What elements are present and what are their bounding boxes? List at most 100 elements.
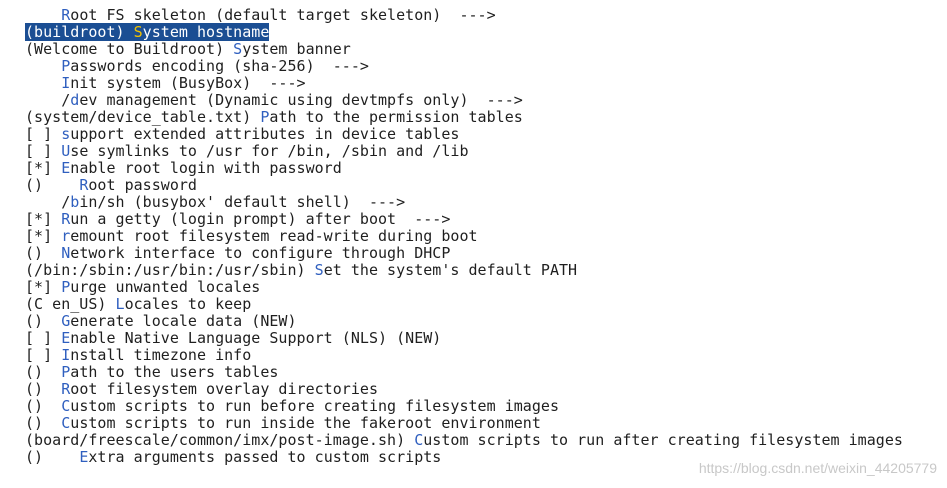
menu-item-text: () Generate locale data (NEW) [25, 312, 297, 330]
menu-item-label: urge unwanted locales [70, 278, 261, 296]
menu-item-text: () Root password [25, 176, 197, 194]
menu-item-text: () Custom scripts to run before creating… [25, 397, 559, 415]
menu-item[interactable]: [ ] Use symlinks to /usr for /bin, /sbin… [25, 143, 903, 160]
menu-item[interactable]: /dev management (Dynamic using devtmpfs … [25, 92, 903, 109]
menu-item-text: (Welcome to Buildroot) System banner [25, 40, 351, 58]
menu-item[interactable]: [*] Purge unwanted locales [25, 279, 903, 296]
menu-item[interactable]: () Root filesystem overlay directories [25, 381, 903, 398]
menu-item-label: nable root login with password [70, 159, 342, 177]
menu-item-label: ystem banner [242, 40, 351, 58]
menu-item[interactable]: [*] Run a getty (login prompt) after boo… [25, 211, 903, 228]
menu-item[interactable]: (C en_US) Locales to keep [25, 296, 903, 313]
menu-item[interactable]: (system/device_table.txt) Path to the pe… [25, 109, 903, 126]
menu-item-prefix: () [25, 312, 62, 330]
menu-item[interactable]: [*] Enable root login with password [25, 160, 903, 177]
menu-item-prefix: () [25, 448, 80, 466]
menu-item-label: enerate locale data (NEW) [70, 312, 297, 330]
menu-item[interactable]: () Extra arguments passed to custom scri… [25, 449, 903, 466]
menu-item-prefix: / [25, 91, 71, 109]
menu-item-text: Init system (BusyBox) ---> [25, 74, 306, 92]
menu-item[interactable]: () Custom scripts to run before creating… [25, 398, 903, 415]
menu-item-text: [*] Enable root login with password [25, 159, 342, 177]
menu-item-text: [*] Purge unwanted locales [25, 278, 260, 296]
menu-item-label: ath to the users tables [70, 363, 279, 381]
menu-item-hotkey: R [61, 6, 71, 24]
menu-item-prefix: / [25, 193, 71, 211]
menu-item-text: [ ] Use symlinks to /usr for /bin, /sbin… [25, 142, 469, 160]
menu-item-text: () Extra arguments passed to custom scri… [25, 448, 441, 466]
menu-item[interactable]: () Path to the users tables [25, 364, 903, 381]
menu-item[interactable]: () Network interface to configure throug… [25, 245, 903, 262]
menu-item[interactable]: [*] remount root filesystem read-write d… [25, 228, 903, 245]
menu-item-label: ustom scripts to run after creating file… [423, 431, 903, 449]
menu-item-hotkey: C [414, 431, 424, 449]
menu-item[interactable]: Root FS skeleton (default target skeleto… [25, 7, 903, 24]
menu-item-hotkey: N [61, 244, 71, 262]
menu-item-text: () Root filesystem overlay directories [25, 380, 378, 398]
menu-item-text: (/bin:/sbin:/usr/bin:/usr/sbin) Set the … [25, 261, 577, 279]
menu-item-text: (C en_US) Locales to keep [25, 295, 251, 313]
menu-item-label: in/sh (busybox' default shell) ---> [79, 193, 406, 211]
menu-item-prefix: (Welcome to Buildroot) [25, 40, 234, 58]
menu-item-text: [ ] Enable Native Language Support (NLS)… [25, 329, 441, 347]
menu-item-hotkey: I [61, 346, 71, 364]
menu-item[interactable]: /bin/sh (busybox' default shell) ---> [25, 194, 903, 211]
menu-item-prefix: (board/freescale/common/imx/post-image.s… [25, 431, 415, 449]
menu-item-hotkey: U [61, 142, 71, 160]
menu-item-label: xtra arguments passed to custom scripts [88, 448, 442, 466]
menu-item-text: Passwords encoding (sha-256) ---> [25, 57, 369, 75]
menu-item-hotkey: d [70, 91, 80, 109]
menu-item[interactable]: (board/freescale/common/imx/post-image.s… [25, 432, 903, 449]
menu-item[interactable]: Init system (BusyBox) ---> [25, 75, 903, 92]
menu-item-label: emount root filesystem read-write during… [70, 227, 478, 245]
menu-item-prefix: [*] [25, 227, 62, 245]
menu-item-hotkey: P [61, 278, 71, 296]
menu-item-label: upport extended attributes in device tab… [70, 125, 460, 143]
menu-item[interactable]: [ ] support extended attributes in devic… [25, 126, 903, 143]
menu-item-prefix: [ ] [25, 142, 62, 160]
menu-item-label: nstall timezone info [70, 346, 252, 364]
menu-item[interactable]: () Root password [25, 177, 903, 194]
menu-item[interactable]: (/bin:/sbin:/usr/bin:/usr/sbin) Set the … [25, 262, 903, 279]
menu-item[interactable]: () Custom scripts to run inside the fake… [25, 415, 903, 432]
menu-item-hotkey: G [61, 312, 71, 330]
menu-item-text: [*] remount root filesystem read-write d… [25, 227, 478, 245]
menu-item[interactable]: (buildroot) System hostname [25, 23, 903, 41]
menu-item-hotkey: E [61, 159, 71, 177]
menu-item-label: oot password [88, 176, 197, 194]
menu-item-hotkey: L [115, 295, 125, 313]
menu-item-text: () Network interface to configure throug… [25, 244, 450, 262]
menu-item-label: nable Native Language Support (NLS) (NEW… [70, 329, 442, 347]
menu-item-label: ath to the permission tables [269, 108, 523, 126]
menu-item-text: (board/freescale/common/imx/post-image.s… [25, 431, 903, 449]
menu-item[interactable]: () Generate locale data (NEW) [25, 313, 903, 330]
menu-item-label: etwork interface to configure through DH… [70, 244, 451, 262]
menu-item-prefix [25, 74, 61, 92]
menu-item-prefix: [ ] [25, 125, 62, 143]
menu-item-hotkey: P [61, 363, 71, 381]
menu-item-label: et the system's default PATH [323, 261, 578, 279]
menu-item[interactable]: (Welcome to Buildroot) System banner [25, 41, 903, 58]
menu-item-hotkey: R [79, 176, 89, 194]
config-menu-list: Root FS skeleton (default target skeleto… [25, 7, 903, 466]
menu-item-prefix: (/bin:/sbin:/usr/bin:/usr/sbin) [25, 261, 315, 279]
menu-item-hotkey: R [61, 210, 71, 228]
menu-item-prefix: () [25, 380, 62, 398]
menu-item[interactable]: Passwords encoding (sha-256) ---> [25, 58, 903, 75]
menu-item-hotkey: S [314, 261, 324, 279]
menu-item-hotkey: P [260, 108, 270, 126]
watermark-text: https://blog.csdn.net/weixin_44205779 [698, 460, 937, 476]
menu-item-hotkey: s [61, 125, 71, 143]
menu-item-hotkey: S [133, 23, 143, 41]
menu-item-label: ustom scripts to run before creating fil… [70, 397, 560, 415]
menu-item-prefix: () [25, 244, 62, 262]
menu-item[interactable]: [ ] Install timezone info [25, 347, 903, 364]
menu-item-hotkey: P [61, 57, 71, 75]
menu-item-prefix: () [25, 176, 80, 194]
menu-item-prefix: [*] [25, 278, 62, 296]
menu-item-label: se symlinks to /usr for /bin, /sbin and … [70, 142, 469, 160]
menu-item-text: [ ] Install timezone info [25, 346, 251, 364]
menu-item[interactable]: [ ] Enable Native Language Support (NLS)… [25, 330, 903, 347]
menu-item-label: nit system (BusyBox) ---> [70, 74, 306, 92]
menu-item-label: ustom scripts to run inside the fakeroot… [70, 414, 541, 432]
